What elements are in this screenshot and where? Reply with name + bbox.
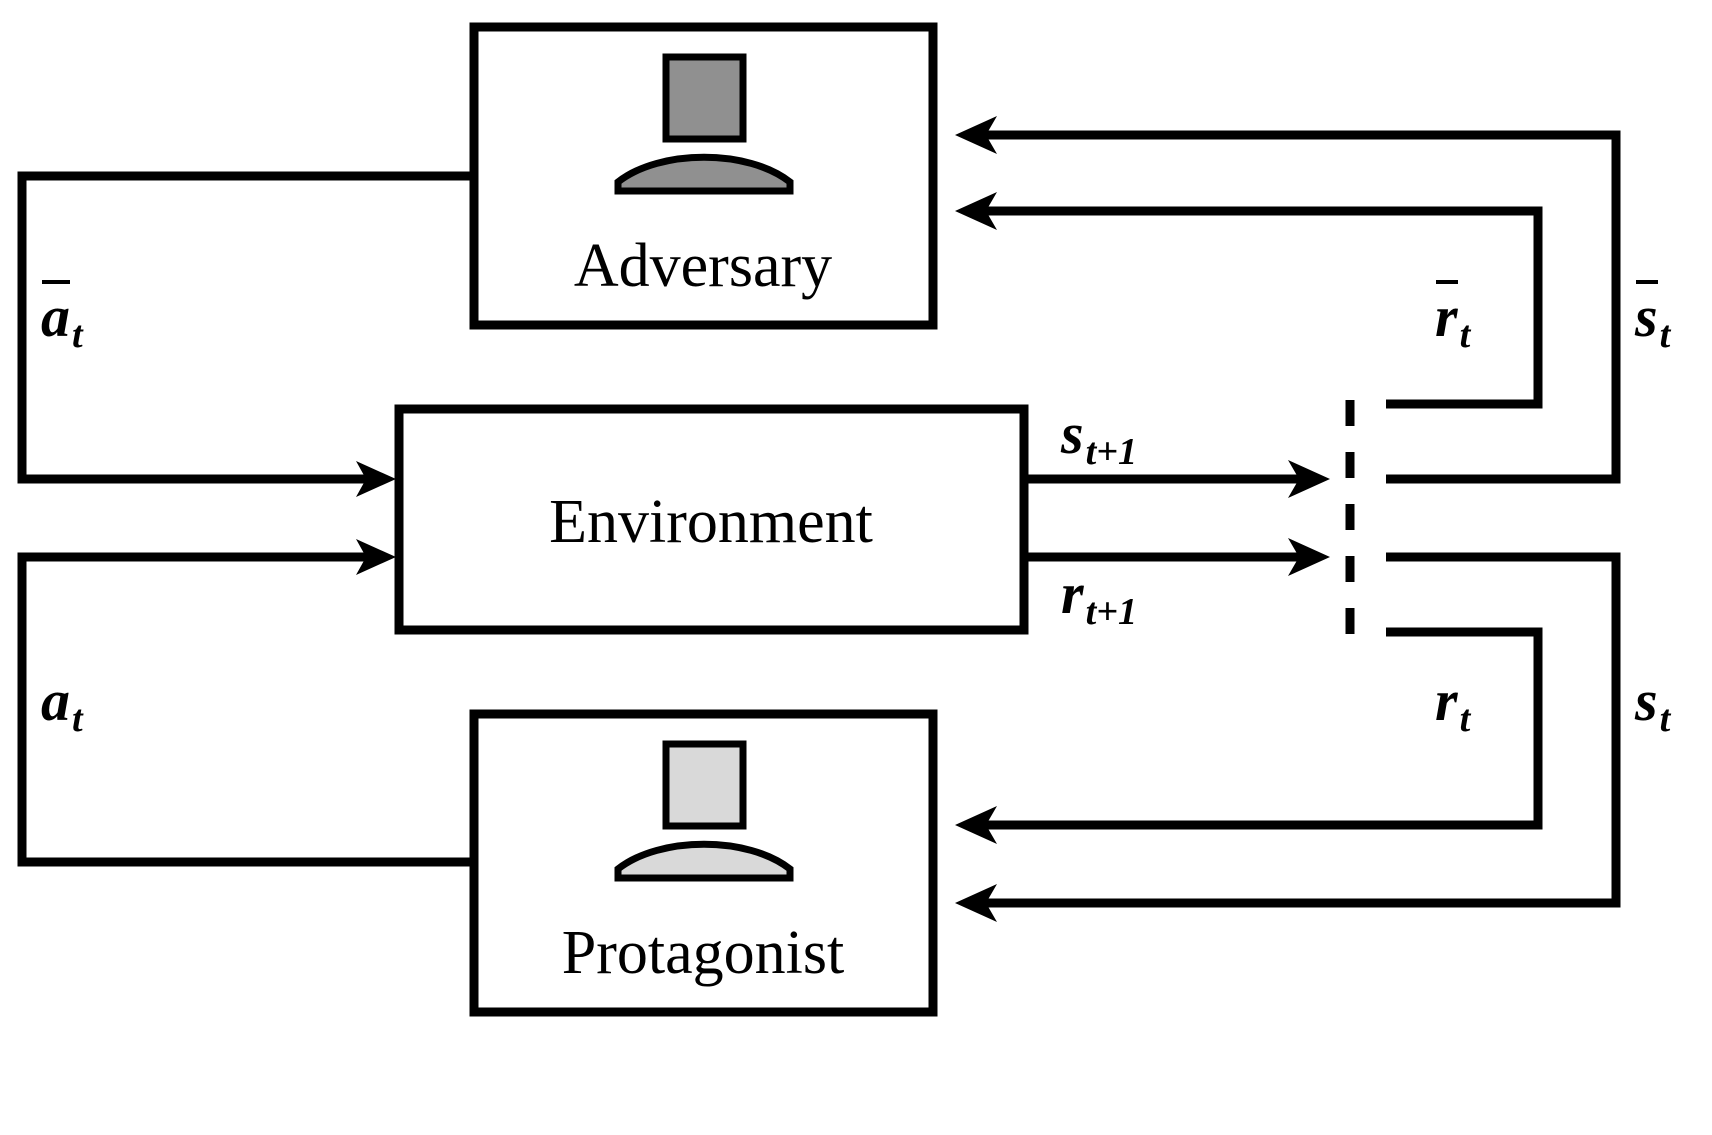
box-protagonist[interactable]: Protagonist [469,709,938,1017]
wire-protagonist-reward [955,627,1543,844]
environment-box-label: Environment [549,488,873,556]
label-adversary-state: st [1634,280,1671,357]
person-icon-protagonist [614,740,794,882]
label-protagonist-state: st [1634,672,1670,739]
arrowhead-protagonist-state-icon [955,884,997,922]
person-head-icon [662,740,747,830]
label-protagonist-reward-sub: t [1459,698,1471,741]
person-head-icon [662,53,747,143]
wire-protagonist-state [955,552,1621,922]
label-adversary-reward-sub: t [1459,314,1471,357]
arrowhead-adversary-reward-icon [955,192,997,230]
environment-box-outline [394,404,1029,635]
label-protagonist-state-sub: t [1659,698,1671,741]
label-next-state-sub: t+1 [1085,431,1138,474]
label-protagonist-state-base: s [1635,668,1658,733]
label-next-reward-sub: t+1 [1085,591,1138,634]
wire-adversary-state [955,116,1621,484]
label-protagonist-action-sub: t [72,698,83,741]
label-next-reward: rt+1 [1060,565,1137,632]
wire-next-state [1024,460,1330,498]
label-adversary-state-base: s [1635,280,1658,349]
wire-adversary-reward [955,192,1543,409]
arrowhead-adversary-state-icon [955,116,997,154]
adversary-box-label: Adversary [574,232,832,300]
arrowhead-next-state-icon [1288,460,1330,498]
protagonist-box-label: Protagonist [562,919,844,987]
label-protagonist-reward: rt [1434,672,1470,739]
person-body-icon [614,153,794,195]
arrowhead-adversary-action-icon [356,461,396,497]
wire-adversary-action [17,171,474,497]
label-protagonist-action-base: a [41,668,70,733]
arrowhead-next-reward-icon [1288,538,1330,576]
label-adversary-reward-base: r [1435,280,1458,349]
person-body-icon [614,840,794,882]
person-icon-adversary [614,53,794,195]
label-adversary-action-base: a [41,280,70,349]
box-adversary[interactable]: Adversary [469,22,938,330]
label-next-state: st+1 [1060,405,1137,472]
wire-protagonist-action [17,539,474,867]
wire-next-reward [1024,538,1330,576]
label-adversary-reward: rt [1434,280,1471,357]
box-environment[interactable]: Environment [394,404,1029,635]
label-adversary-action-sub: t [72,314,83,357]
label-adversary-action: at [40,280,83,357]
label-next-reward-base: r [1061,561,1084,626]
label-adversary-state-sub: t [1659,314,1671,357]
label-protagonist-action: at [40,672,83,739]
label-next-state-base: s [1061,401,1084,466]
label-protagonist-reward-base: r [1435,668,1458,733]
arrowhead-protagonist-reward-icon [955,806,997,844]
arrowhead-protagonist-action-icon [356,539,396,575]
